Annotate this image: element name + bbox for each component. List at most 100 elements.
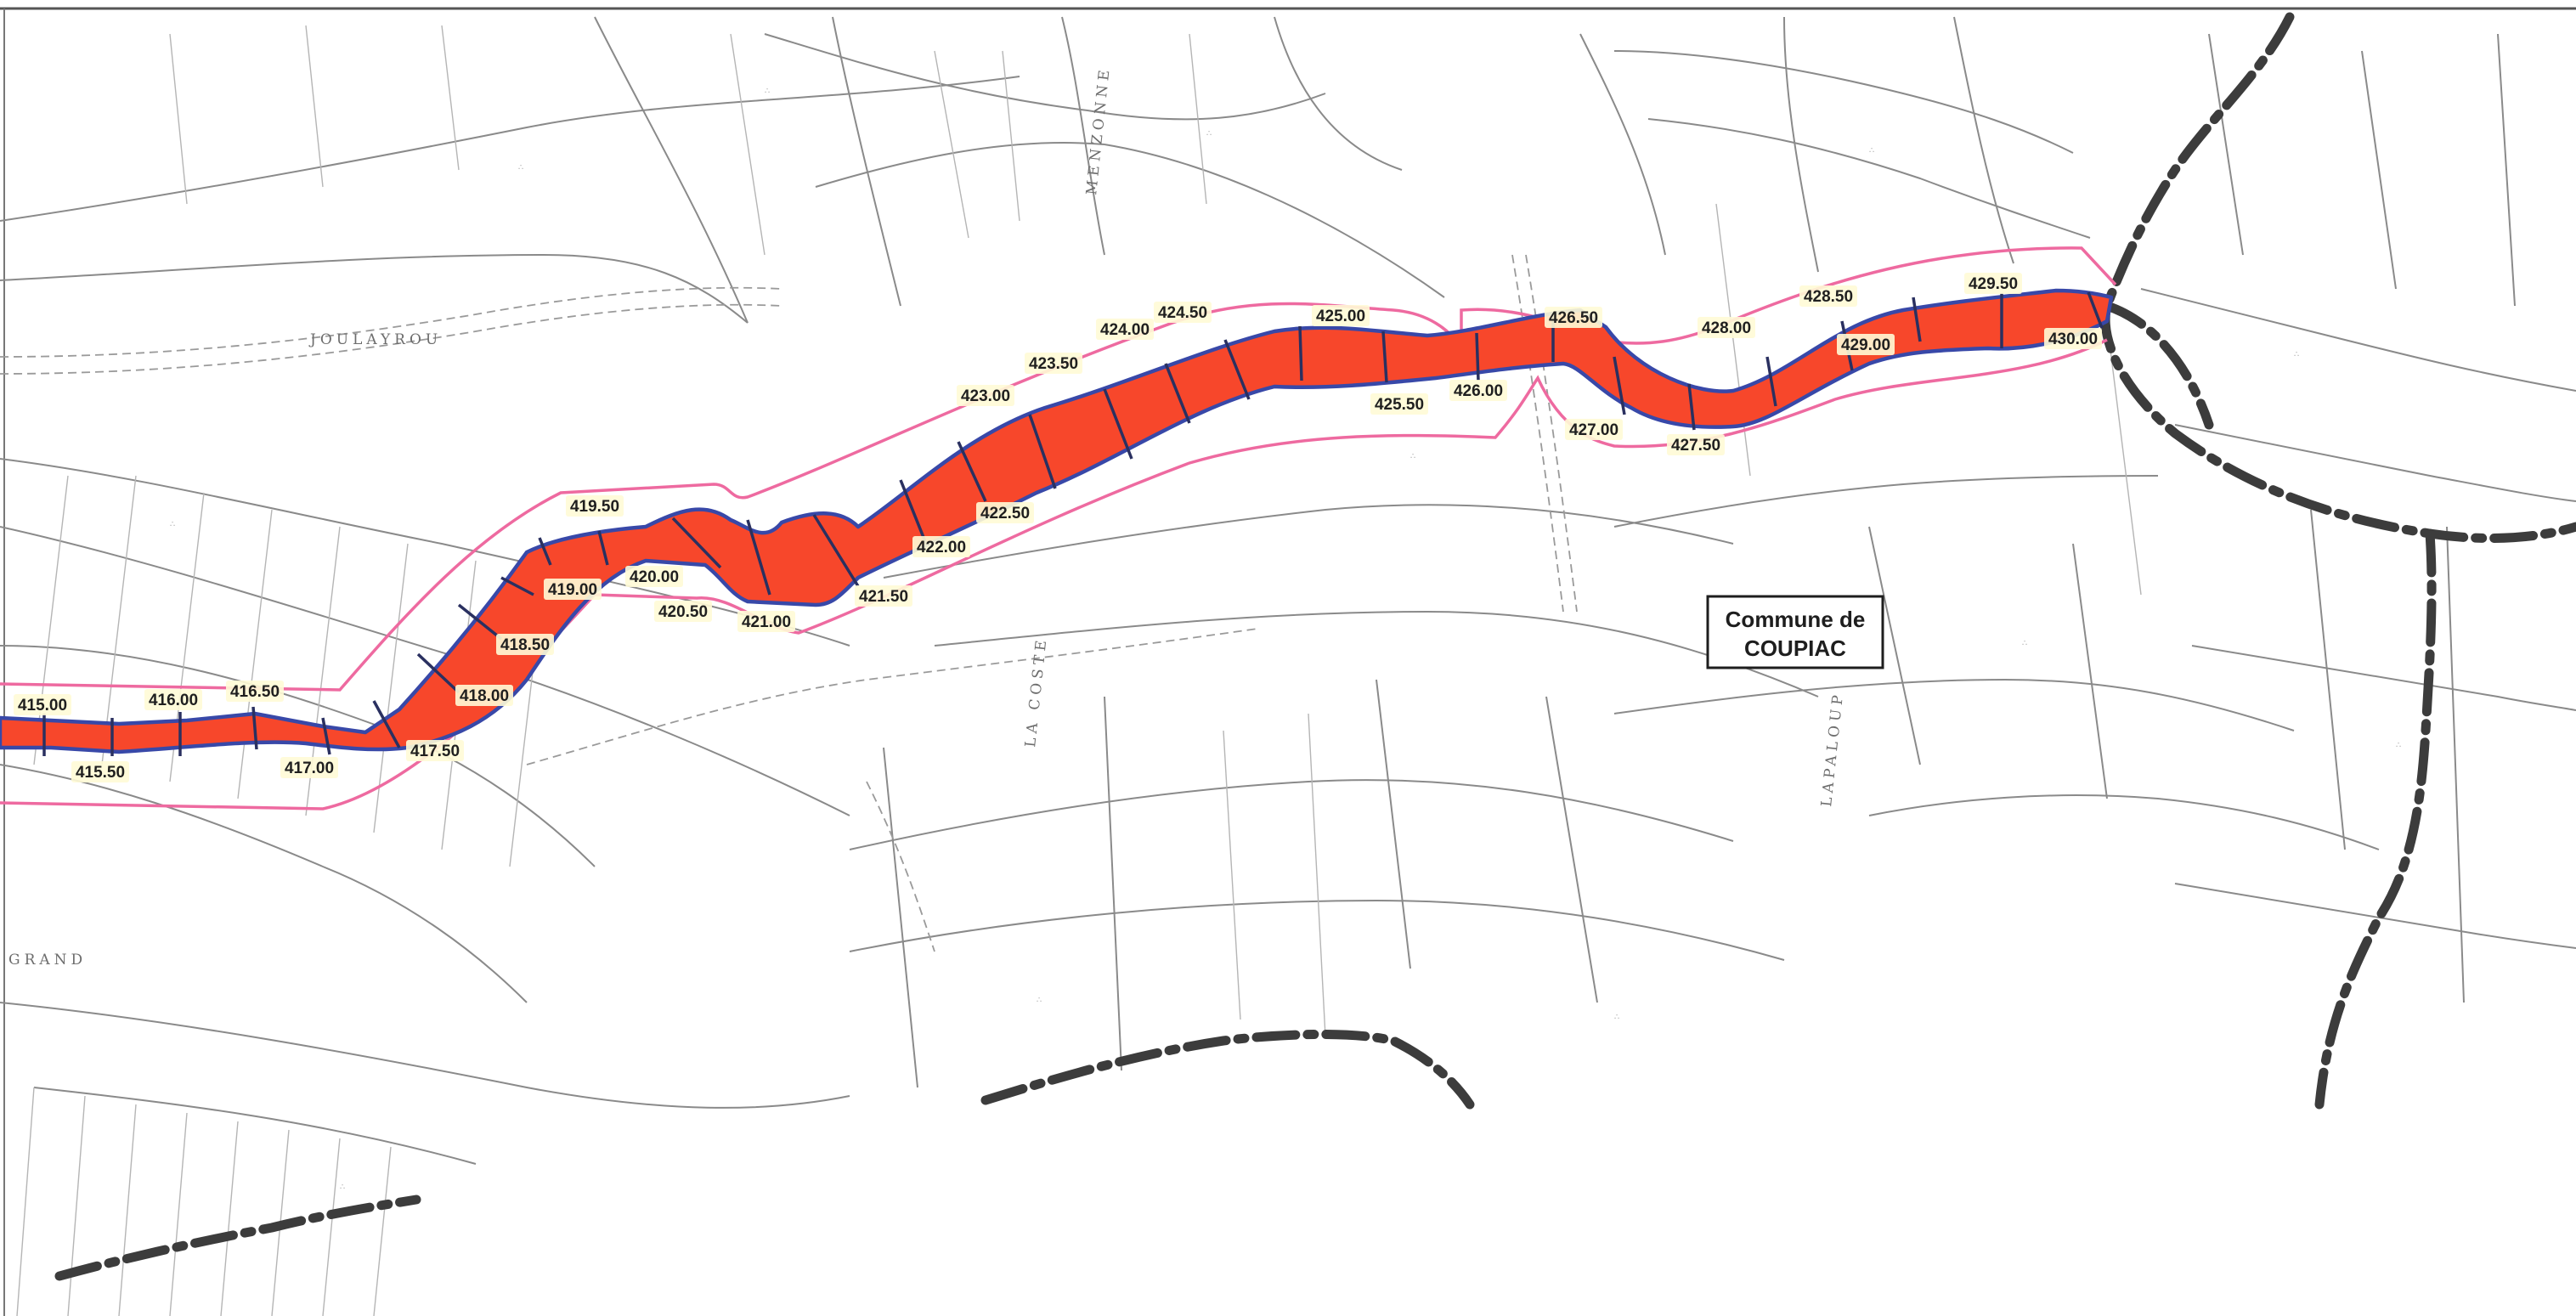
local-roads bbox=[0, 254, 1578, 952]
kilometer-point-419-00: 419.00 bbox=[544, 579, 602, 600]
svg-text:∴: ∴ bbox=[2396, 741, 2401, 750]
kilometer-point-424-50: 424.50 bbox=[1154, 302, 1212, 323]
commune-label-frame bbox=[1706, 595, 1884, 669]
cross-sections bbox=[42, 291, 2104, 756]
svg-text:∴: ∴ bbox=[1869, 146, 1874, 155]
kilometer-point-label-bg bbox=[455, 685, 513, 706]
parcel-number-marks: ∴ ∴ ∴ ∴ ∴ ∴ ∴ ∴ ∴ ∴ ∴ ∴ bbox=[170, 87, 2401, 1192]
kilometer-point-417-00: 417.00 bbox=[280, 757, 338, 778]
kilometer-point-label: 423.50 bbox=[1029, 355, 1078, 373]
svg-text:∴: ∴ bbox=[1410, 452, 1415, 461]
kilometer-point-label-bg bbox=[654, 601, 712, 622]
cross-section-423-50 bbox=[1103, 388, 1133, 460]
svg-text:∴: ∴ bbox=[765, 87, 770, 96]
kilometer-point-426-50: 426.50 bbox=[1545, 307, 1602, 328]
cross-section-425-50 bbox=[1381, 330, 1388, 383]
cross-section-421-00 bbox=[746, 519, 771, 596]
cross-section-426-00 bbox=[1475, 332, 1480, 381]
svg-text:∴: ∴ bbox=[2294, 350, 2299, 359]
cross-section-422-00 bbox=[899, 479, 928, 545]
kilometer-point-label: 418.00 bbox=[460, 687, 509, 705]
cross-section-424-50 bbox=[1223, 339, 1251, 400]
kilometer-point-419-50: 419.50 bbox=[566, 495, 624, 517]
cross-section-423-00 bbox=[1028, 414, 1057, 489]
cross-section-430-00 bbox=[2087, 291, 2104, 329]
kilometer-point-423-50: 423.50 bbox=[1025, 353, 1082, 374]
kilometer-point-label-bg bbox=[144, 689, 202, 710]
commune-label-line1: Commune de bbox=[1726, 607, 1866, 632]
kilometer-point-label-bg bbox=[1698, 317, 1755, 338]
kilometer-point-label-bg bbox=[14, 694, 71, 715]
kilometer-point-label-bg bbox=[406, 740, 464, 761]
place-name-joulayrou: JOULAYROU bbox=[308, 331, 442, 348]
kilometer-point-label: 417.00 bbox=[285, 760, 334, 777]
cross-section-427-00 bbox=[1613, 356, 1626, 415]
kilometer-point-labels: 415.00 415.50 416.00 416.50 417.00 417.50 418.… bbox=[14, 273, 2102, 782]
kilometer-point-425-00: 425.00 bbox=[1312, 305, 1370, 326]
cross-section-419-50 bbox=[538, 537, 552, 566]
kilometer-point-415-50: 415.50 bbox=[71, 761, 129, 782]
kilometer-point-label-bg bbox=[1545, 307, 1602, 328]
kilometer-point-label: 423.00 bbox=[961, 387, 1010, 405]
cross-section-427-50 bbox=[1687, 383, 1696, 431]
kilometer-point-label: 420.50 bbox=[658, 603, 708, 621]
kilometer-point-423-00: 423.00 bbox=[957, 385, 1014, 406]
kilometer-point-418-00: 418.00 bbox=[455, 685, 513, 706]
kilometer-point-label: 415.50 bbox=[76, 764, 125, 782]
kilometer-point-label-bg bbox=[1370, 393, 1428, 415]
cross-section-425-00 bbox=[1298, 325, 1303, 381]
kilometer-point-422-00: 422.00 bbox=[912, 536, 970, 557]
kilometer-point-label: 420.00 bbox=[630, 568, 679, 586]
kilometer-point-430-00: 430.00 bbox=[2044, 328, 2102, 349]
kilometer-point-label: 426.50 bbox=[1549, 309, 1598, 327]
kilometer-point-label: 424.00 bbox=[1100, 321, 1150, 339]
svg-text:∴: ∴ bbox=[1206, 129, 1212, 138]
kilometer-point-label: 425.00 bbox=[1316, 308, 1365, 325]
kilometer-point-label-bg bbox=[2044, 328, 2102, 349]
cross-section-419-00 bbox=[500, 576, 534, 596]
svg-text:∴: ∴ bbox=[1037, 996, 1042, 1005]
kilometer-point-label: 421.00 bbox=[742, 613, 791, 631]
kilometer-point-label: 429.50 bbox=[1969, 275, 2018, 293]
kilometer-point-429-00: 429.00 bbox=[1837, 334, 1895, 355]
kilometer-point-label-bg bbox=[544, 579, 602, 600]
svg-text:∴: ∴ bbox=[340, 1183, 345, 1192]
commune-label-line2: COUPIAC bbox=[1744, 635, 1846, 661]
kilometer-point-label-bg bbox=[496, 634, 554, 655]
kilometer-point-label: 428.00 bbox=[1702, 319, 1751, 337]
kilometer-point-label: 416.50 bbox=[230, 683, 280, 701]
kilometer-point-label: 415.00 bbox=[18, 697, 67, 714]
kilometer-point-label-bg bbox=[1837, 334, 1895, 355]
cross-section-422-50 bbox=[957, 441, 987, 502]
kilometer-point-422-50: 422.50 bbox=[976, 502, 1034, 523]
place-name-grand: GRAND bbox=[8, 952, 87, 969]
cross-section-417-00 bbox=[321, 717, 331, 755]
cross-section-420-50 bbox=[671, 517, 722, 569]
kilometer-point-label: 426.00 bbox=[1454, 382, 1503, 400]
svg-text:∴: ∴ bbox=[518, 163, 523, 172]
kilometer-point-label: 428.50 bbox=[1804, 288, 1853, 306]
kilometer-point-427-50: 427.50 bbox=[1667, 434, 1725, 455]
kilometer-point-label-bg bbox=[1096, 319, 1154, 340]
kilometer-point-label-bg bbox=[226, 681, 284, 702]
kilometer-point-421-50: 421.50 bbox=[855, 585, 912, 607]
kilometer-point-label: 416.00 bbox=[149, 692, 198, 709]
kilometer-point-426-00: 426.00 bbox=[1449, 380, 1507, 401]
kilometer-point-label-bg bbox=[1799, 285, 1857, 307]
kilometer-point-label-bg bbox=[957, 385, 1014, 406]
kilometer-point-label: 419.50 bbox=[570, 498, 619, 516]
kilometer-point-label: 422.50 bbox=[980, 505, 1030, 522]
kilometer-point-label-bg bbox=[1964, 273, 2022, 294]
cross-section-418-50 bbox=[457, 603, 503, 641]
kilometer-point-415-00: 415.00 bbox=[14, 694, 71, 715]
kilometer-point-427-00: 427.00 bbox=[1565, 419, 1623, 440]
kilometer-point-label-bg bbox=[625, 566, 683, 587]
kilometer-point-label: 417.50 bbox=[410, 743, 460, 760]
kilometer-point-416-00: 416.00 bbox=[144, 689, 202, 710]
kilometer-point-418-50: 418.50 bbox=[496, 634, 554, 655]
kilometer-point-416-50: 416.50 bbox=[226, 681, 284, 702]
kilometer-point-label: 422.00 bbox=[917, 539, 966, 556]
kilometer-point-label: 430.00 bbox=[2048, 330, 2098, 348]
cross-section-421-50 bbox=[812, 514, 860, 587]
